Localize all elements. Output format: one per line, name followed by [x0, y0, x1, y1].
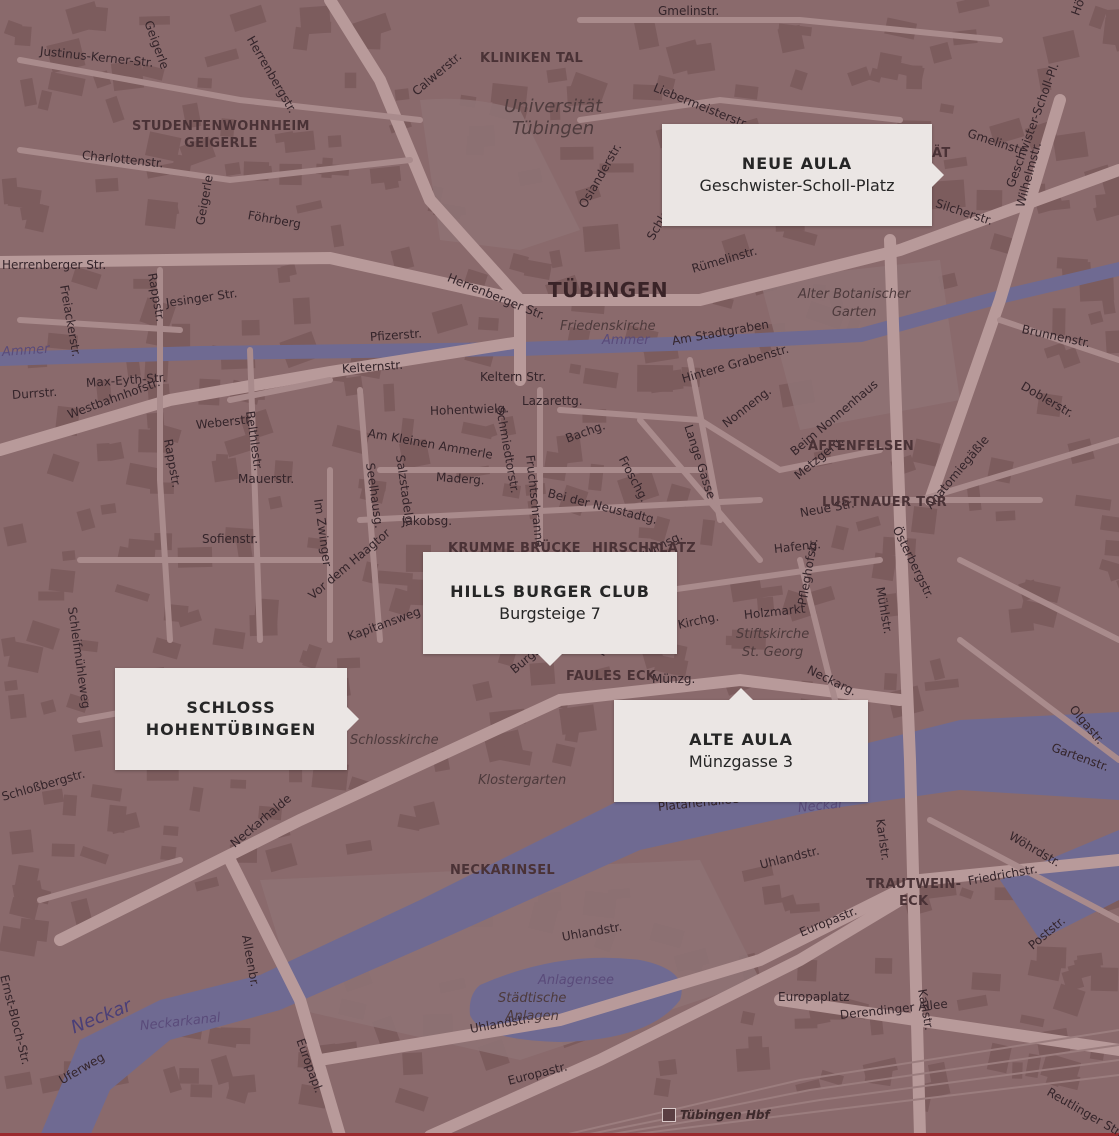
- district-label-ät: ÄT: [932, 146, 951, 161]
- poi-label-alter-botanischer-garten: Alter Botanischer Garten: [798, 287, 911, 320]
- district-label-trautwein-eck: TRAUTWEIN- ECK: [866, 877, 962, 909]
- university-label: Universität Tübingen: [504, 96, 603, 139]
- callout-pointer: [932, 163, 944, 187]
- district-label-neckarinsel: NECKARINSEL: [450, 863, 555, 878]
- callout-pointer: [538, 654, 562, 666]
- callout-title: HILLS BURGER CLUB: [450, 582, 650, 601]
- station-marker[interactable]: Tübingen Hbf: [662, 1108, 770, 1122]
- street-label-jakobsg: Jakobsg.: [402, 514, 453, 528]
- street-label-münzg: Münzg.: [652, 672, 696, 686]
- callout-title: NEUE AULA: [741, 154, 853, 173]
- street-label-lazarettg: Lazarettg.: [522, 394, 583, 408]
- callout-subtitle: Geschwister-Scholl-Platz: [699, 176, 895, 195]
- poi-label-friedenskirche: Friedenskirche: [560, 319, 656, 334]
- callout-subtitle: Münzgasse 3: [688, 752, 794, 771]
- train-station-icon: [662, 1108, 676, 1122]
- district-label-kliniken-tal: KLINIKEN TAL: [480, 51, 584, 66]
- callout-title: SCHLOSS HOHENTÜBINGEN: [145, 698, 317, 739]
- street-label-keltern-str: Keltern Str.: [480, 370, 547, 384]
- street-label-herrenberger-str: Herrenberger Str.: [2, 258, 107, 272]
- callout-alte-aula[interactable]: ALTE AULA Münzgasse 3: [614, 700, 868, 802]
- poi-label-stiftskirche-st-georg: Stiftskirche St. Georg: [736, 627, 810, 660]
- street-label-mauerstr: Mauerstr.: [238, 472, 295, 486]
- district-label-studentenwohnheim-geigerle: STUDENTENWOHNHEIM GEIGERLE: [132, 119, 310, 151]
- street-label-gmelinstr: Gmelinstr.: [658, 4, 720, 18]
- callout-schloss-hohentuebingen[interactable]: SCHLOSS HOHENTÜBINGEN: [115, 668, 347, 770]
- callout-title: ALTE AULA: [689, 730, 793, 749]
- poi-label-klostergarten: Klostergarten: [478, 773, 567, 788]
- district-label-faules-eck: FAULES ECK: [566, 669, 657, 684]
- station-label: Tübingen Hbf: [680, 1108, 770, 1122]
- water-label-ammer: Ammer: [1, 341, 50, 360]
- poi-label-städtische-anlagen: Städtische Anlagen: [498, 991, 567, 1024]
- poi-label-schlosskirche: Schlosskirche: [350, 733, 439, 748]
- callout-hills-burger-club[interactable]: HILLS BURGER CLUB Burgsteige 7: [423, 552, 677, 654]
- district-label-affenfelsen: AFFENFELSEN: [808, 439, 915, 454]
- city-label: TÜBINGEN: [548, 278, 669, 302]
- district-label-lustnauer-tor: LUSTNAUER TOR: [822, 495, 947, 510]
- callout-pointer: [729, 688, 753, 700]
- callout-subtitle: Burgsteige 7: [499, 604, 601, 623]
- water-label-anlagensee: Anlagensee: [538, 973, 614, 988]
- street-label-sofienstr: Sofienstr.: [202, 532, 259, 546]
- callout-pointer: [347, 707, 359, 731]
- water-label-ammer: Ammer: [602, 333, 650, 348]
- callout-neue-aula[interactable]: NEUE AULA Geschwister-Scholl-Platz: [662, 124, 932, 226]
- street-label-europaplatz: Europaplatz: [778, 990, 850, 1004]
